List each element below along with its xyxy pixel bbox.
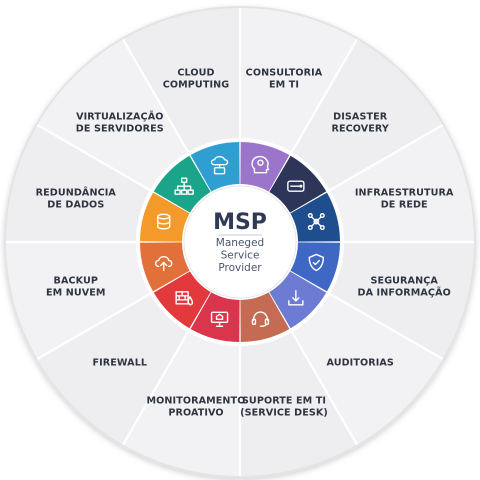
outer-segment-infraestrutura-rede [330, 125, 474, 242]
segment-dividers [6, 8, 474, 476]
ring-segment-cloud-computing [190, 142, 240, 192]
outer-segment-consultoria-ti [240, 8, 357, 152]
monitor-icon [210, 311, 229, 328]
segment-divider [291, 38, 358, 153]
outer-segment-seguranca-informacao [330, 242, 474, 359]
ring-segment-infraestrutura-rede [290, 192, 340, 242]
segment-label-line: BACKUP [54, 275, 98, 286]
cloud-upload-icon [155, 256, 173, 272]
center-subtitle-line: Provider [218, 262, 262, 274]
segment-label-line: DE SERVIDORES [76, 123, 164, 134]
segment-label-line: EM NUVEM [46, 287, 106, 298]
segment-divider [36, 124, 151, 191]
segment-label-line: INFRAESTRUTURA [355, 188, 454, 199]
outer-segments [6, 8, 474, 476]
segment-divider [291, 331, 358, 446]
segment-label-line: DISASTER [333, 111, 388, 122]
segment-divider [122, 38, 189, 153]
ring-segment-redundancia-dados [140, 192, 190, 242]
segment-divider [36, 293, 151, 360]
center-subtitle-line: Maneged [216, 237, 264, 249]
segment-label-line: EM TI [269, 79, 299, 90]
ring-segment-disaster-recovery [269, 155, 327, 213]
segment-divider [122, 331, 189, 446]
ring-segment-monitoramento [190, 292, 240, 342]
center-title: MSP [213, 210, 267, 235]
segment-label-line: AUDITORIAS [326, 358, 393, 369]
download-tray-icon [288, 290, 304, 306]
segment-label-line: DA INFORMAÇÃO [358, 285, 451, 298]
outer-segment-backup-nuvem [6, 242, 150, 359]
center-subtitle-line: Service [221, 250, 260, 262]
segment-label-suporte-ti: SUPORTE EM TI(SERVICE DESK) [240, 396, 328, 419]
outer-segment-suporte-ti [240, 332, 357, 476]
segment-label-line: RECOVERY [331, 123, 389, 134]
network-nodes-icon [307, 213, 325, 231]
firewall-icon [175, 291, 194, 306]
outer-segment-monitoramento [123, 332, 240, 476]
sitemap-icon [174, 177, 194, 195]
segment-divider [329, 124, 444, 191]
segment-label-line: VIRTUALIZAÇÃO [76, 109, 163, 122]
segment-label-line: CONSULTORIA [246, 67, 323, 78]
head-lightbulb-icon [251, 155, 270, 174]
ring-segment-seguranca-informacao [290, 242, 340, 292]
outer-segment-firewall [37, 294, 189, 445]
segment-label-line: SUPORTE EM TI [242, 396, 326, 407]
segment-label-line: COMPUTING [163, 79, 230, 90]
segment-label-line: SEGURANÇA [371, 275, 439, 286]
ring-segment-virtualizacao-servidores [153, 155, 211, 213]
headset-icon [251, 311, 270, 328]
segment-label-line: MONITORAMENTO [147, 396, 246, 407]
outer-segment-cloud-computing [123, 8, 240, 152]
segment-label-line: DE DADOS [47, 200, 104, 211]
ring-segment-backup-nuvem [140, 242, 190, 292]
ring-segment-consultoria-ti [240, 142, 290, 192]
outer-segment-auditorias [292, 294, 443, 445]
outer-segment-redundancia-dados [6, 125, 150, 242]
center-hub [183, 185, 297, 299]
outer-segment-disaster-recovery [292, 39, 443, 191]
ring-icons [155, 155, 325, 328]
cloud-server-icon [210, 155, 229, 175]
segment-label-line: DE REDE [381, 200, 428, 211]
segment-divider [329, 293, 444, 360]
segment-label-line: PROATIVO [168, 408, 223, 419]
shield-check-icon [308, 253, 325, 272]
ring-segment-suporte-ti [240, 292, 290, 342]
segment-label-auditorias: AUDITORIAS [326, 358, 393, 369]
segment-label-line: FIREWALL [92, 358, 147, 369]
segment-label-line: REDUNDÂNCIA [36, 186, 117, 199]
database-icon [156, 213, 171, 230]
segment-label-line: (SERVICE DESK) [240, 408, 328, 419]
outer-segment-virtualizacao-servidores [37, 39, 189, 191]
hard-drive-icon [287, 180, 305, 192]
segment-label-firewall: FIREWALL [92, 358, 147, 369]
segment-label-line: CLOUD [177, 67, 214, 78]
